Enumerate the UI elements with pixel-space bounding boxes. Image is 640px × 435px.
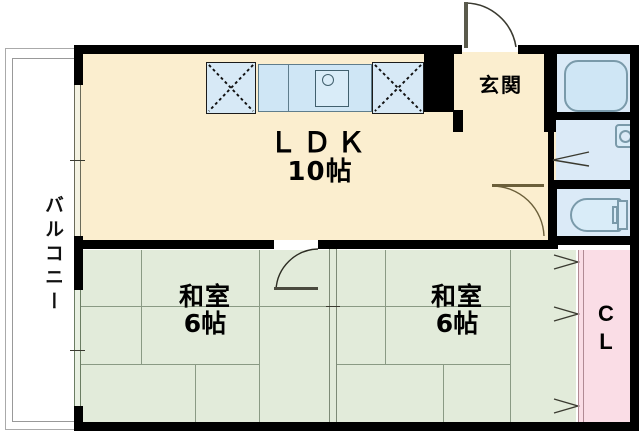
tatami-line <box>510 250 511 306</box>
wall-right <box>630 45 639 431</box>
ldk-label-sub: 10帖 <box>287 157 353 188</box>
washitsu-right-label: 和室 6帖 <box>377 283 537 337</box>
tatami-line <box>259 306 333 307</box>
washitsu-left-label: 和室 6帖 <box>125 283 285 337</box>
wall-water-left-lower <box>548 186 557 244</box>
washitsu-left-balcony-sliding-door[interactable] <box>74 288 81 410</box>
ldk-label-main: ＬＤＫ <box>268 126 371 159</box>
closet-sliding-door-bottom[interactable] <box>552 398 581 414</box>
bathtub-icon <box>564 60 628 112</box>
sliding-door-icon <box>552 151 590 167</box>
tatami-line <box>141 250 142 306</box>
tatami-line <box>385 306 386 364</box>
tatami-line <box>385 306 510 307</box>
closet-door-frame-inner <box>583 250 584 422</box>
tatami-line <box>141 306 259 307</box>
closet-label-line1: C <box>598 301 614 326</box>
tatami-line <box>385 364 510 365</box>
washitsu-right-label-main: 和室 <box>430 282 483 311</box>
wall-left-ldk-upper <box>74 45 83 85</box>
wall-water-left-upper <box>548 54 557 112</box>
ldk-balcony-sliding-door[interactable] <box>74 82 81 240</box>
ldk-label: ＬＤＫ 10帖 <box>230 126 410 188</box>
storage-cabinet-left-icon <box>206 62 256 114</box>
washroom-sliding-door[interactable] <box>551 150 591 168</box>
tatami-line <box>259 306 260 422</box>
sliding-door-icon <box>553 306 581 322</box>
fusuma-handle-mark <box>326 306 340 307</box>
wall-washroom-toilet <box>548 180 634 189</box>
tatami-line <box>195 364 196 422</box>
sliding-door-icon <box>553 398 581 414</box>
wall-top-genkan-left <box>454 45 462 54</box>
entrance-door[interactable] <box>462 0 518 48</box>
slider-handle-mark <box>70 350 85 351</box>
wall-ldk-washitsu-right <box>318 240 558 249</box>
kitchen-faucet-icon <box>322 74 334 86</box>
wall-ldk-washitsu <box>74 240 274 249</box>
tatami-line <box>259 250 260 306</box>
wall-top-right <box>518 45 634 54</box>
balcony-area <box>12 58 76 422</box>
hallway-door[interactable] <box>490 184 546 238</box>
tatami-line <box>141 306 142 364</box>
tatami-line <box>141 364 259 365</box>
door-swing-icon <box>491 184 545 237</box>
washitsu-left-label-sub: 6帖 <box>183 309 227 338</box>
wall-hallway-bottom <box>548 236 634 245</box>
cabinet-x-icon <box>374 64 422 112</box>
toilet-tank-divider <box>612 206 618 224</box>
wall-kitchen-genkan <box>424 54 454 112</box>
cabinet-x-icon <box>208 64 254 112</box>
tatami-line <box>333 364 385 365</box>
closet-label: C L <box>584 300 628 355</box>
closet-label-line2: L <box>599 328 613 354</box>
counter-divider <box>288 64 289 112</box>
tatami-line <box>443 364 444 422</box>
entrance-door-icon <box>464 2 517 48</box>
slider-handle-mark <box>70 160 85 161</box>
wall-bath-washroom <box>548 112 634 120</box>
wall-bottom <box>74 422 634 431</box>
washitsu-left-floor <box>78 250 333 422</box>
closet-floor <box>578 250 633 422</box>
washitsu-right-label-sub: 6帖 <box>435 309 479 338</box>
wall-left-mid <box>74 236 83 290</box>
closet-door-frame <box>578 250 579 422</box>
washitsu-right-floor <box>333 250 576 422</box>
wall-door-post <box>318 240 328 249</box>
wall-top-ldk <box>74 45 454 54</box>
tatami-line <box>78 364 141 365</box>
toilet-tank-icon <box>617 200 628 230</box>
tatami-line <box>385 250 386 306</box>
wall-genkan-bottom <box>453 110 463 132</box>
tatami-line <box>510 306 511 422</box>
balcony-label: バルコニー <box>42 195 64 315</box>
door-swing-icon <box>274 248 319 291</box>
tatami-line <box>78 306 141 307</box>
wall-left-lower <box>74 406 83 430</box>
washitsu-left-label-main: 和室 <box>178 282 231 311</box>
storage-cabinet-right-icon <box>372 62 424 114</box>
closet-sliding-door-top[interactable] <box>552 254 581 270</box>
genkan-label: 玄関 <box>479 73 523 97</box>
genkan-label-box <box>461 58 541 110</box>
ldk-washitsu-door[interactable] <box>274 248 320 292</box>
washitsu-partition-fusuma[interactable] <box>329 249 337 422</box>
sliding-door-icon <box>553 254 581 270</box>
closet-sliding-door-mid[interactable] <box>552 306 581 322</box>
wall-hallway-right <box>548 120 554 182</box>
tatami-line <box>333 306 385 307</box>
